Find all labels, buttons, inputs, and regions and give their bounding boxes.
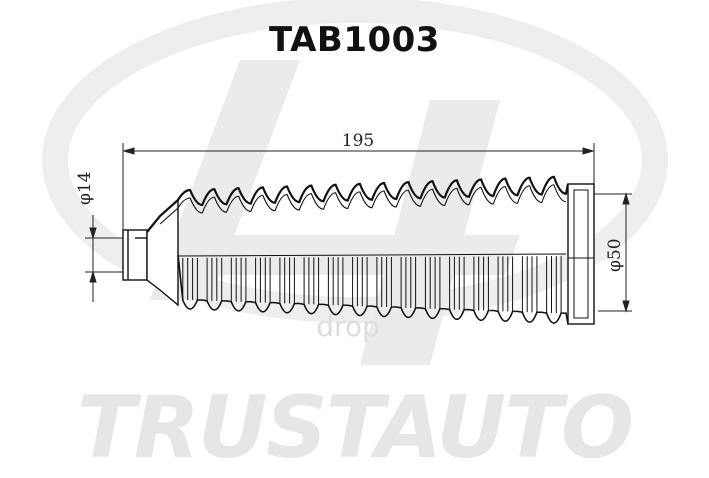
watermark-text: drop [316, 310, 380, 343]
length-label: 195 [342, 131, 374, 151]
arrow-right [582, 147, 595, 155]
lower-convolution-profile [177, 254, 569, 325]
upper-convolution-inner [159, 184, 567, 225]
bellows-boot [122, 175, 595, 325]
large-arrow-bottom [622, 300, 630, 313]
brand-watermark: TRUSTAUTO [77, 378, 634, 478]
body-top-edge [177, 253, 567, 257]
large-diameter-dimension [594, 192, 632, 313]
arrow-left [122, 147, 135, 155]
large-arrow-top [622, 192, 630, 205]
small-arrow-top [89, 227, 97, 240]
large-end-inner [573, 189, 589, 319]
small-diameter-label: φ14 [75, 171, 95, 205]
length-dimension [122, 143, 595, 230]
upper-convolution-profile [146, 175, 570, 233]
convolution-lines [177, 253, 567, 314]
logo-stroke-right [360, 100, 500, 365]
large-diameter-label: φ50 [605, 238, 625, 272]
part-number-title: TAB1003 [269, 20, 440, 60]
small-diameter-dimension [85, 215, 124, 302]
taper-section [146, 198, 179, 307]
small-arrow-bottom [89, 270, 97, 283]
